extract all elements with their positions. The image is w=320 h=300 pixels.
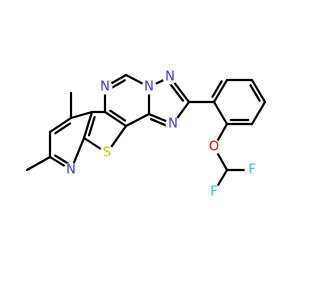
bond-c15-c16 (250, 78, 267, 104)
atom-label-background (141, 79, 157, 95)
atom-label: S (103, 146, 111, 161)
atom-label-background (63, 162, 79, 178)
bond-n4-c3-second (149, 118, 169, 128)
bond-c3-c4 (124, 112, 151, 128)
atom-label: F (248, 163, 255, 178)
atom-n4: N (165, 116, 181, 132)
atom-n3: N (162, 69, 178, 85)
bond-c15-c16-second (249, 84, 261, 102)
atom-label: N (165, 70, 175, 85)
atom-n5: N (63, 162, 79, 178)
atom-n1: N (97, 79, 113, 95)
bond-c18-c13 (212, 100, 229, 126)
atom-s1: S (99, 145, 115, 161)
atom-label: O (209, 140, 219, 155)
atom-n2: N (141, 79, 157, 95)
atom-f2: F (206, 184, 222, 200)
bond-c7-c4 (103, 110, 128, 128)
atom-o1: O (206, 139, 222, 155)
atom-label: N (66, 163, 76, 178)
atom-label: N (168, 117, 178, 132)
bond-c5-c6-second (87, 115, 96, 137)
bond-c13-c14 (212, 78, 229, 104)
atom-label-background (206, 184, 222, 200)
bond-n1-c1-second (109, 79, 126, 90)
bond-c6-c8 (69, 110, 94, 120)
atom-label-background (165, 116, 181, 132)
atom-label: F (210, 185, 217, 200)
bond-c10-c12 (25, 155, 52, 172)
atom-label-background (97, 79, 113, 95)
atom-label-background (99, 145, 115, 161)
bond-c8-c9-second (54, 122, 72, 135)
bond-c10-n5-second (54, 154, 72, 166)
bond-c13-c14-second (211, 80, 223, 98)
bond-c5-c6 (82, 110, 94, 140)
atom-label-background (162, 69, 178, 85)
atom-label: N (100, 80, 110, 95)
atom-label-background (244, 162, 260, 178)
bond-c16-c17 (250, 100, 267, 126)
bond-n3-c2-second (168, 82, 185, 102)
bond-c7-c4-second (109, 109, 127, 122)
bond-c8-c9 (48, 116, 73, 134)
atom-f1: F (244, 162, 260, 178)
atom-label: N (144, 80, 154, 95)
atom-label-background (206, 139, 222, 155)
